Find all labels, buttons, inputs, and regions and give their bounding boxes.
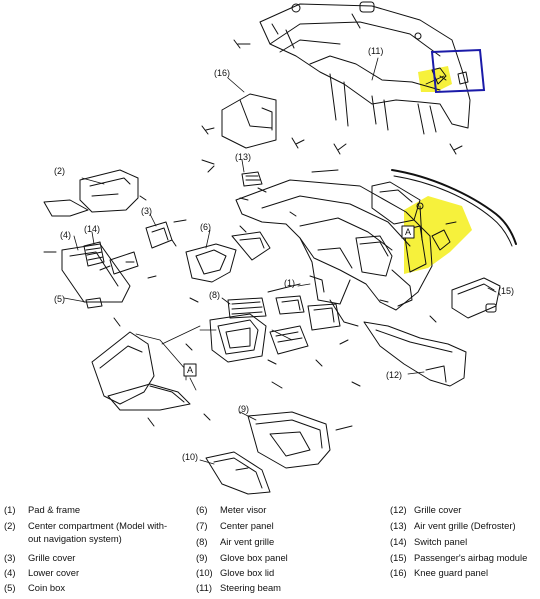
legend-label: out navigation system) xyxy=(28,533,122,544)
legend-item-5: (5) Coin box xyxy=(4,582,65,593)
coin-box-part xyxy=(43,251,103,309)
airbag-bracket-part xyxy=(403,202,457,273)
callout-9: (9) xyxy=(238,404,249,414)
center-panel-part xyxy=(209,313,309,363)
legend-number: (4) xyxy=(4,567,16,578)
legend-label: Center panel xyxy=(220,520,274,531)
legend-label: Pad & frame xyxy=(28,504,81,515)
leader-lines xyxy=(63,57,497,465)
legend-label: Steering beam xyxy=(220,582,281,593)
reference-box-a-lower xyxy=(183,363,197,377)
callout-10: (10) xyxy=(182,452,198,462)
air-vent-grille-defroster-part xyxy=(371,181,421,225)
legend-number: (13) xyxy=(390,520,407,531)
glove-box-panel-part xyxy=(247,411,353,469)
steering-beam-part xyxy=(259,1,471,135)
callout-12: (12) xyxy=(386,370,402,380)
switch-panel-part xyxy=(83,241,139,275)
legend-label: Glove box panel xyxy=(220,552,288,563)
legend-number: (9) xyxy=(196,552,208,563)
fasteners-top xyxy=(201,23,463,155)
legend-number: (6) xyxy=(196,504,208,515)
legend-item-7: (7) Center panel xyxy=(196,520,274,531)
passenger-airbag-module-part xyxy=(451,277,501,319)
callout-16: (16) xyxy=(214,68,230,78)
windshield-trim-part xyxy=(391,169,517,245)
exploded-view-diagram: (16) (11) (13) (2) (3) (6) (14) (4) (5) … xyxy=(43,1,517,495)
legend-item-12: (12) Grille cover xyxy=(390,504,461,515)
callout-6: (6) xyxy=(200,222,211,232)
reference-label-a-lower: A xyxy=(187,365,193,375)
legend-label: Grille cover xyxy=(414,504,462,515)
legend-label: Switch panel xyxy=(414,536,468,547)
callout-4: (4) xyxy=(60,230,71,240)
legend-label: Center compartment (Model with- xyxy=(28,520,168,531)
legend-number: (12) xyxy=(390,504,407,515)
legend-item-15: (15) Passenger's airbag module xyxy=(390,552,527,563)
legend-number: (10) xyxy=(196,567,213,578)
legend-label: Air vent grille (Defroster) xyxy=(414,520,516,531)
callout-13: (13) xyxy=(235,152,251,162)
legend-label: Knee guard panel xyxy=(414,567,489,578)
legend-label: Glove box lid xyxy=(220,567,275,578)
legend-label: Lower cover xyxy=(28,567,80,578)
legend-label: Coin box xyxy=(28,582,66,593)
center-compartment-part xyxy=(43,169,147,217)
legend-item-2: (2) Center compartment (Model with- xyxy=(4,520,167,531)
legend-item-2-continued: out navigation system) xyxy=(4,533,122,544)
defroster-grille-part xyxy=(201,159,339,187)
legend-item-10: (10) Glove box lid xyxy=(196,567,274,578)
reference-box-a-upper xyxy=(401,225,415,239)
air-vent-grille-part xyxy=(227,295,305,319)
legend-number: (11) xyxy=(196,582,212,593)
legend-label: Grille cover xyxy=(28,552,76,563)
callout-15: (15) xyxy=(498,286,514,296)
legend-item-1: (1) Pad & frame xyxy=(4,504,80,515)
legend-number: (14) xyxy=(390,536,407,547)
callout-11: (11) xyxy=(368,46,383,56)
meter-visor-part xyxy=(185,231,271,283)
legend-number: (1) xyxy=(4,504,16,515)
legend-number: (3) xyxy=(4,552,16,563)
legend-item-8: (8) Air vent grille xyxy=(196,536,274,547)
callout-1: (1) xyxy=(284,278,295,288)
legend-label: Meter visor xyxy=(220,504,267,515)
reference-label-a-upper: A xyxy=(405,227,411,237)
legend-number: (2) xyxy=(4,520,16,531)
callout-14: (14) xyxy=(84,224,100,234)
parts-legend: (1) Pad & frame (2) Center compartment (Mo… xyxy=(0,500,540,599)
legend-item-13: (13) Air vent grille (Defroster) xyxy=(390,520,516,531)
glove-box-lid-part xyxy=(205,451,271,495)
legend-number: (7) xyxy=(196,520,208,531)
legend-item-16: (16) Knee guard panel xyxy=(390,567,488,578)
grille-cover-3-part xyxy=(145,219,187,249)
legend-label: Passenger's airbag module xyxy=(414,552,528,563)
legend-label: Air vent grille xyxy=(220,536,275,547)
fasteners-misc xyxy=(99,165,437,427)
callout-3: (3) xyxy=(141,206,152,216)
legend-item-11: (11) Steering beam xyxy=(196,582,281,593)
console-side-panel-part xyxy=(91,331,191,411)
legend-item-14: (14) Switch panel xyxy=(390,536,467,547)
knee-guard-panel-part xyxy=(221,93,277,149)
radio-bracket-part xyxy=(307,303,341,331)
callout-2: (2) xyxy=(54,166,65,176)
grille-cover-12-part xyxy=(363,321,467,387)
legend-number: (15) xyxy=(390,552,407,563)
legend-number: (5) xyxy=(4,582,16,593)
legend-item-9: (9) Glove box panel xyxy=(196,552,288,563)
legend-number: (16) xyxy=(390,567,407,578)
legend-item-6: (6) Meter visor xyxy=(196,504,266,515)
blue-highlight-box xyxy=(430,48,486,94)
legend-item-4: (4) Lower cover xyxy=(4,567,79,578)
callout-5: (5) xyxy=(54,294,65,304)
legend-number: (8) xyxy=(196,536,208,547)
callout-8: (8) xyxy=(209,290,220,300)
pad-and-frame-part xyxy=(235,179,433,327)
legend-item-3: (3) Grille cover xyxy=(4,552,75,563)
